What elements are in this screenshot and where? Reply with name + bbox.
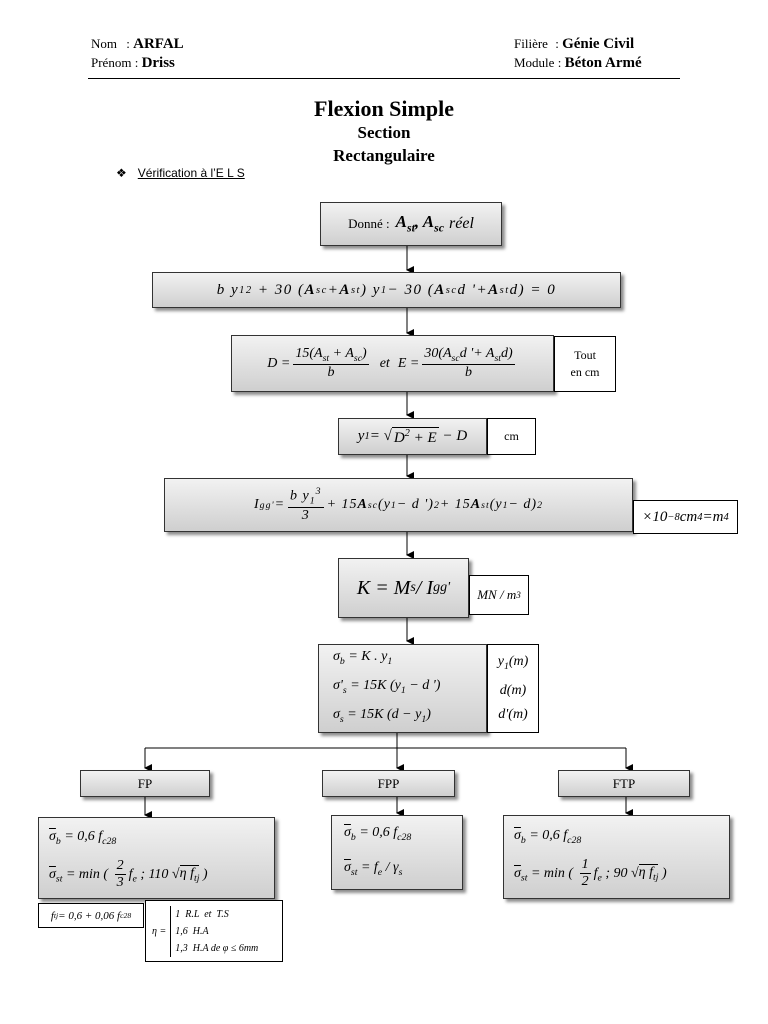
- diamond-bullet-icon: ❖: [116, 166, 127, 180]
- unit-stress: y1(m) d(m) d'(m): [487, 644, 539, 733]
- fpp-sigma-st-bar: σst = fe / γs: [344, 859, 403, 878]
- subtitle-rectangulaire: Rectangulaire: [333, 146, 435, 165]
- verification-bullet: ❖ Vérification à l’E L S: [116, 166, 245, 181]
- donne-label: Donné :: [348, 216, 390, 231]
- module-field: Module : Béton Armé: [514, 55, 642, 72]
- nom-label: Nom: [91, 36, 117, 51]
- nom-field: Nom : ARFAL: [91, 36, 184, 52]
- et-label: et: [379, 355, 390, 371]
- page-title: Flexion Simple: [314, 96, 454, 121]
- fp-sigma-b-bar: σb = 0,6 fc28: [49, 828, 117, 847]
- prenom-field: Prénom : Driss: [91, 55, 175, 72]
- branch-ftp: FTP: [558, 770, 690, 797]
- filiere-value: Génie Civil: [562, 36, 635, 52]
- branch-fpp: FPP: [322, 770, 455, 797]
- header-rule: [88, 78, 680, 79]
- ftp-sigma-b-bar: σb = 0,6 fc28: [514, 827, 582, 846]
- fpp-formulas-box: σb = 0,6 fc28 σst = fe / γs: [331, 815, 463, 890]
- sigma-s-line: σs = 15K (d − y1): [333, 706, 431, 725]
- subtitle-section: Section: [357, 123, 411, 142]
- fpp-sigma-b-bar: σb = 0,6 fc28: [344, 824, 412, 843]
- unit-cm: cm: [487, 418, 536, 455]
- unit-note-all-cm: Tout en cm: [554, 336, 616, 392]
- tout-text: Tout: [574, 348, 596, 362]
- prenom-label: Prénom :: [91, 55, 139, 70]
- module-value: Béton Armé: [564, 55, 642, 71]
- reel-label: réel: [449, 215, 474, 232]
- verification-text: Vérification à l’E L S: [137, 166, 245, 180]
- filiere-label: Filière: [514, 36, 548, 51]
- given-data-box: Donné : Ast, Asc réel: [320, 202, 502, 246]
- prenom-value: Driss: [141, 55, 175, 71]
- module-label: Module :: [514, 55, 562, 70]
- en-cm-text: en cm: [570, 365, 600, 379]
- sigma-b-line: σb = K . y1: [333, 649, 393, 668]
- filiere-field: Filière : Génie Civil: [514, 36, 635, 52]
- stress-formulas-box: σb = K . y1 σ's = 15K (y1 − d ') σs = 15…: [318, 644, 487, 733]
- branch-fp: FP: [80, 770, 210, 797]
- d-e-definition-box: D = 15(Ast + Asc)b et E = 30(Ascd '+ Ast…: [231, 335, 554, 392]
- nom-value: ARFAL: [133, 36, 184, 52]
- sigma-s-prime-line: σ's = 15K (y1 − d '): [333, 678, 441, 696]
